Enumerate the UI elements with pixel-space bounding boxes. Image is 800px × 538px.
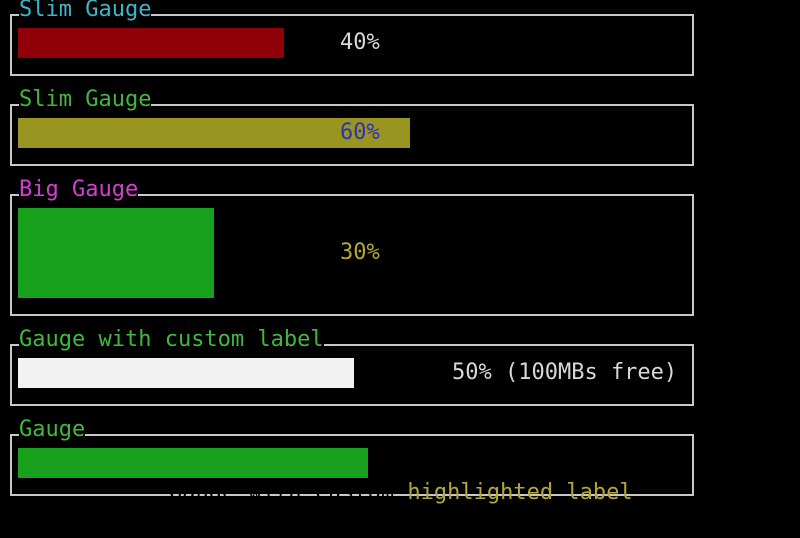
gauge-label-5-on-bar: Gauge with custom xyxy=(168,480,408,505)
gauge-bar-4 xyxy=(18,358,354,388)
gauge-label-5: Gauge with custom highlighted label xyxy=(116,448,633,538)
gauge-panel-1: Slim Gauge 40% xyxy=(10,0,694,76)
gauge-label-5-off-bar: highlighted label xyxy=(407,480,633,505)
gauge-label-3: 30% xyxy=(340,240,380,265)
gauge-panel-3: Big Gauge 30% xyxy=(10,178,694,316)
gauge-label-1: 40% xyxy=(340,30,380,55)
gauge-title-4: Gauge with custom label xyxy=(19,327,324,352)
gauge-label-4: 50% (100MBs free) xyxy=(452,360,678,385)
gauge-bar-2 xyxy=(18,118,410,148)
gauge-title-2: Slim Gauge xyxy=(19,87,152,112)
gauge-title-5: Gauge xyxy=(19,417,86,442)
gauge-title-1: Slim Gauge xyxy=(19,0,152,22)
gauge-bar-1 xyxy=(18,28,284,58)
gauge-panel-4: Gauge with custom label 50% (100MBs free… xyxy=(10,328,694,406)
gauge-bar-3 xyxy=(18,208,214,298)
gauge-panel-2: Slim Gauge 60% xyxy=(10,88,694,166)
gauge-bar-5 xyxy=(18,448,368,478)
gauge-title-3: Big Gauge xyxy=(19,177,139,202)
gauge-panel-5: Gauge Gauge with custom highlighted labe… xyxy=(10,418,694,505)
gauge-label-2: 60% xyxy=(340,120,380,145)
